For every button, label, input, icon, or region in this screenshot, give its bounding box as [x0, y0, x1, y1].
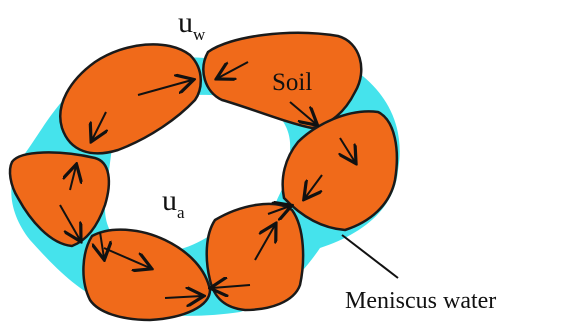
meniscus-leader-line	[342, 235, 398, 278]
soil-particle-bottom-right	[207, 204, 303, 310]
uw-label: uw	[178, 6, 206, 44]
soil-label: Soil	[272, 69, 312, 96]
meniscus-water-label: Meniscus water	[345, 288, 496, 314]
